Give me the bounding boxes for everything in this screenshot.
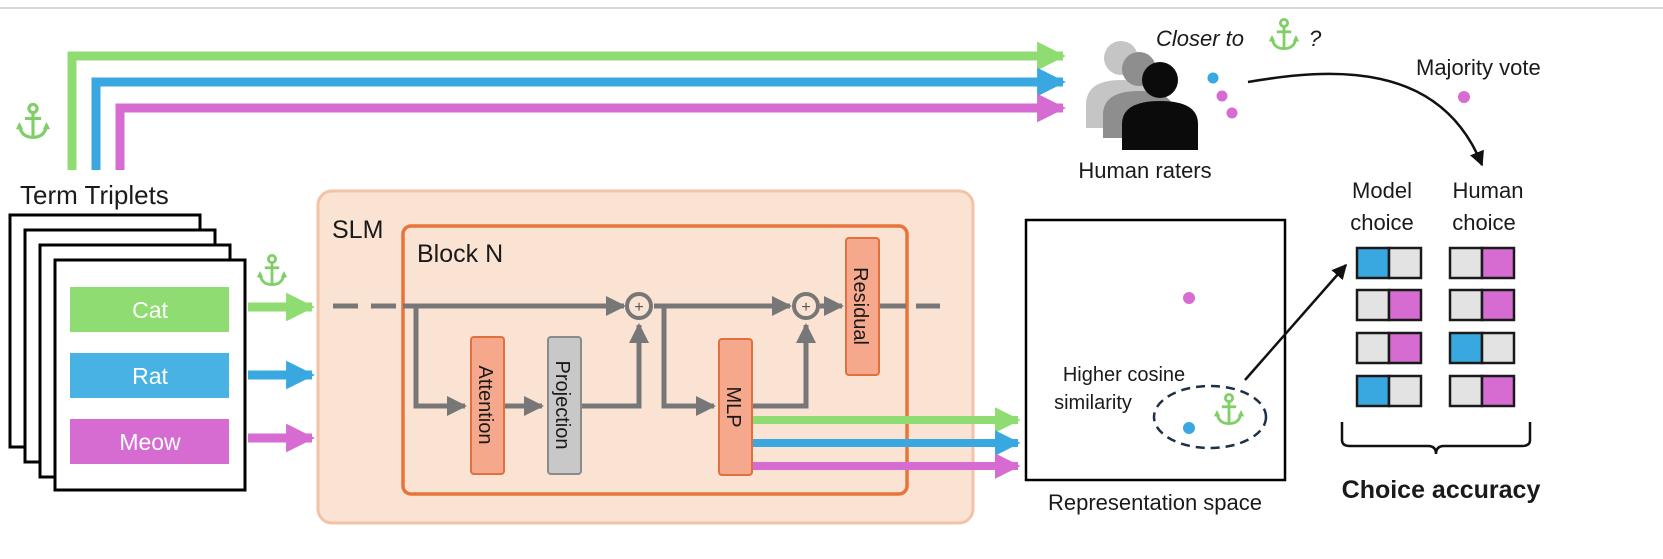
model-choice-cell-gray — [1387, 374, 1423, 408]
anchor-icon — [256, 253, 288, 287]
similarity-ellipse — [1152, 384, 1268, 450]
closer-to-question-mark: ? — [1309, 26, 1322, 51]
representation-space-label: Representation space — [1048, 490, 1262, 515]
closer-to-label: Closer to — [1156, 26, 1244, 51]
model-choice-label-line2: choice — [1350, 210, 1414, 235]
rater-routing-arrows — [67, 41, 1066, 170]
magenta-route-arrow — [115, 93, 1066, 170]
meow-embedding-point — [1183, 292, 1195, 304]
anchor-icon — [1268, 17, 1300, 51]
projection-label: Projection — [551, 361, 573, 450]
svg-text:+: + — [801, 299, 810, 316]
model-choice-label-line1: Model — [1352, 178, 1412, 203]
slm-label: SLM — [332, 216, 383, 244]
model-choice-cell-blue — [1355, 246, 1391, 280]
model-choice-cell-magenta — [1387, 288, 1423, 322]
human-choice-cell-gray — [1480, 331, 1516, 365]
mlp-branch — [661, 306, 816, 416]
choice-grid — [1355, 246, 1516, 408]
model-choice-arrow — [1244, 263, 1347, 381]
human-choice-cell-blue — [1448, 331, 1484, 365]
model-choice-cell-gray — [1355, 331, 1391, 365]
mlp-label: MLP — [722, 386, 744, 427]
human-choice-cell-magenta — [1480, 374, 1516, 408]
person-icon — [1086, 41, 1198, 150]
term-box-cat — [70, 287, 229, 332]
rater-vote-dot — [1207, 72, 1219, 84]
model-choice-cell-magenta — [1387, 331, 1423, 365]
term-input-arrows — [248, 292, 315, 453]
human-choice-cell-gray — [1448, 288, 1484, 322]
projection-module — [547, 336, 582, 475]
human-choice-cell-magenta — [1480, 246, 1516, 280]
anchor-icon — [15, 102, 51, 139]
human-choice-label-line1: Human — [1453, 178, 1524, 203]
human-choice-label-line2: choice — [1452, 210, 1516, 235]
choice-accuracy-label: Choice accuracy — [1342, 476, 1541, 504]
term-triplets-title: Term Triplets — [20, 180, 169, 210]
term-box-meow — [70, 419, 229, 464]
majority-vote-arrow — [1247, 72, 1484, 167]
attention-label: Attention — [474, 366, 496, 445]
attention-branch — [413, 306, 649, 416]
term-label-rat: Rat — [132, 363, 168, 389]
representation-space-box — [1024, 218, 1287, 482]
residual-module — [845, 237, 880, 376]
cosine-label-line1: Higher cosine — [1063, 364, 1185, 386]
term-label-cat: Cat — [132, 297, 168, 323]
block-n-label: Block N — [417, 240, 503, 268]
majority-vote-label: Majority vote — [1416, 55, 1541, 80]
residual-label: Residual — [849, 267, 871, 345]
attention-module — [470, 336, 505, 475]
model-choice-cell-gray — [1355, 288, 1391, 322]
term-box-rat — [70, 353, 229, 398]
rat-embedding-point — [1183, 422, 1195, 434]
model-choice-cell-gray — [1387, 246, 1423, 280]
human-choice-cell-gray — [1448, 246, 1484, 280]
rater-vote-dot — [1216, 90, 1228, 102]
choice-brace — [1340, 422, 1532, 455]
cosine-label-line2: similarity — [1054, 392, 1132, 414]
mlp-module — [718, 338, 753, 476]
human-choice-cell-gray — [1448, 374, 1484, 408]
term-label-meow: Meow — [119, 429, 181, 455]
add-node-1: + — [625, 292, 653, 320]
embedding-output-arrows — [753, 407, 1021, 479]
human-raters-label: Human raters — [1078, 158, 1211, 183]
human-choice-cell-magenta — [1480, 288, 1516, 322]
blue-route-arrow — [91, 67, 1066, 170]
majority-vote-dot — [1458, 91, 1470, 103]
model-choice-cell-blue — [1355, 374, 1391, 408]
block-n-container — [401, 224, 909, 496]
add-node-2: + — [792, 292, 820, 320]
green-route-arrow — [67, 41, 1066, 170]
rater-vote-dot — [1226, 107, 1238, 119]
svg-text:+: + — [634, 299, 643, 316]
